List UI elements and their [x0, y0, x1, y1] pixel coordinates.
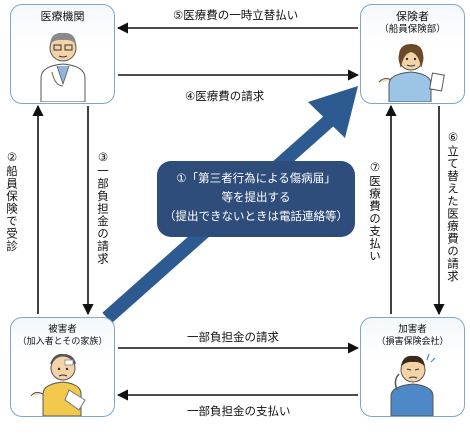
label-medical-bill: ④医療費の請求 [185, 89, 265, 103]
label-medical-payment: ⑦医療費の支払い [368, 160, 382, 263]
injured-person-icon [30, 353, 86, 416]
node-insurer: 保険者 （船員保険部） [360, 4, 465, 104]
node-perpetrator-title: 加害者 [398, 324, 427, 335]
label-copay-claim-hospital: ③一部負担金の請求 [96, 150, 110, 265]
node-victim: 被害者 （加入者とその家族） [10, 317, 115, 417]
node-hospital: 医療機関 [10, 4, 115, 104]
node-victim-title: 被害者 [48, 324, 77, 335]
node-insurer-subtitle: （船員保険部） [379, 24, 446, 35]
node-insurer-title: 保険者 [396, 10, 429, 23]
label-reimbursement-claim: ⑥立て替えた医療費の請求 [446, 130, 460, 283]
staff-icon [378, 44, 445, 102]
callout-report: ①「第三者行為による傷病届」 等を提出する （提出できないときは電話連絡等） [157, 161, 355, 237]
label-copay-request: 一部負担金の請求 [187, 330, 279, 344]
node-perpetrator: 加害者 （損害保険会社） [360, 317, 465, 417]
label-copay-payment: 一部負担金の支払い [187, 404, 291, 418]
node-hospital-title: 医療機関 [40, 10, 85, 23]
callout-line-3: （提出できないときは電話連絡等） [164, 209, 348, 223]
worried-person-icon [390, 353, 436, 416]
node-perpetrator-subtitle: （損害保険会社） [376, 337, 449, 347]
label-consultation: ②船員保険で受診 [5, 150, 19, 253]
callout-line-1: ①「第三者行為による傷病届」 [176, 171, 336, 185]
callout-line-2: 等を提出する [221, 190, 291, 204]
doctor-icon [40, 32, 86, 102]
node-victim-subtitle: （加入者とその家族） [17, 337, 108, 347]
label-advance-payment: ⑤医療費の一時立替払い [173, 8, 299, 22]
